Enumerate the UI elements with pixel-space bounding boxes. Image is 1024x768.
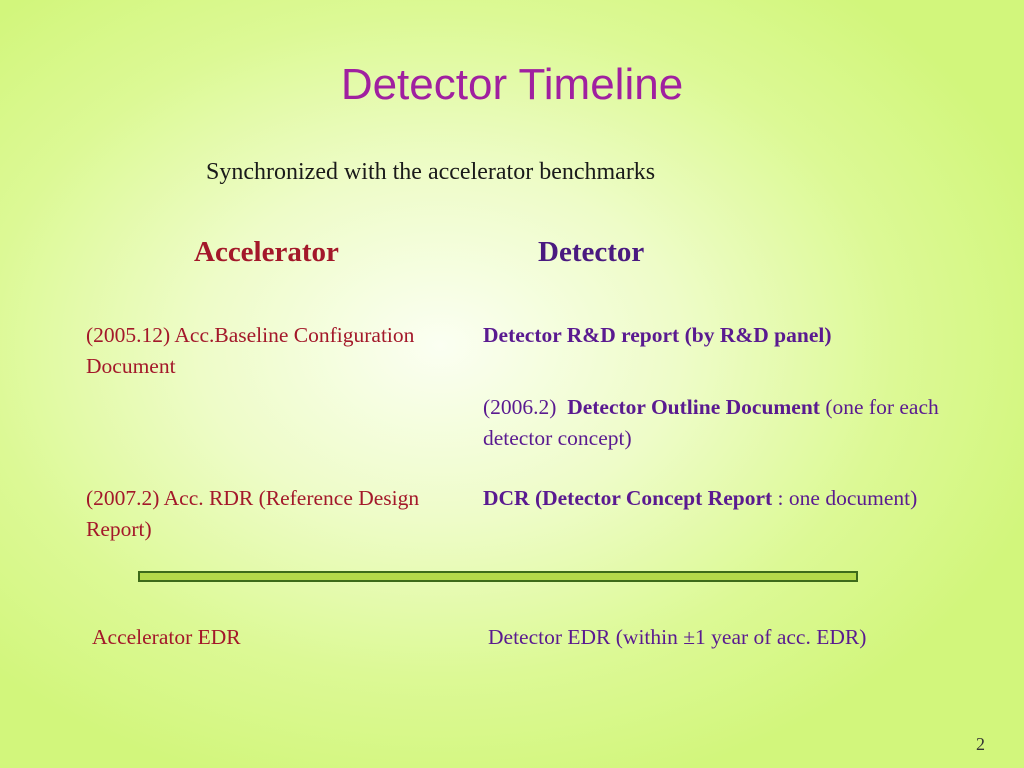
detector-outline-note: (one for each detector concept) [483,395,939,450]
page-number: 2 [976,734,985,754]
detector-milestone-outline: (2006.2) Detector Outline Document (one … [483,392,953,454]
detector-dcr-note: : one document) [772,486,918,510]
timeline-divider [138,571,858,582]
detector-dcr-label: DCR (Detector Concept Report [483,486,773,510]
accelerator-milestone-rdr: (2007.2) Acc. RDR (Reference Design Repo… [86,486,420,541]
detector-rd-report-label: Detector R&D report (by R&D panel) [483,323,832,347]
detector-milestone-rd-report: Detector R&D report (by R&D panel) [483,320,953,351]
accelerator-milestone-baseline: (2005.12) Acc.Baseline Configuration Doc… [86,323,415,378]
slide-title: Detector Timeline [340,60,684,109]
detector-heading: Detector [538,236,645,268]
accelerator-heading: Accelerator [194,236,339,268]
accelerator-edr: Accelerator EDR [92,625,241,649]
slide-subtitle: Synchronized with the accelerator benchm… [206,159,656,185]
detector-outline-date: (2006.2) [483,395,568,419]
detector-edr: Detector EDR (within ±1 year of acc. EDR… [488,625,867,649]
detector-outline-label: Detector Outline Document [567,395,820,419]
detector-milestone-dcr: DCR (Detector Concept Report : one docum… [483,483,953,514]
